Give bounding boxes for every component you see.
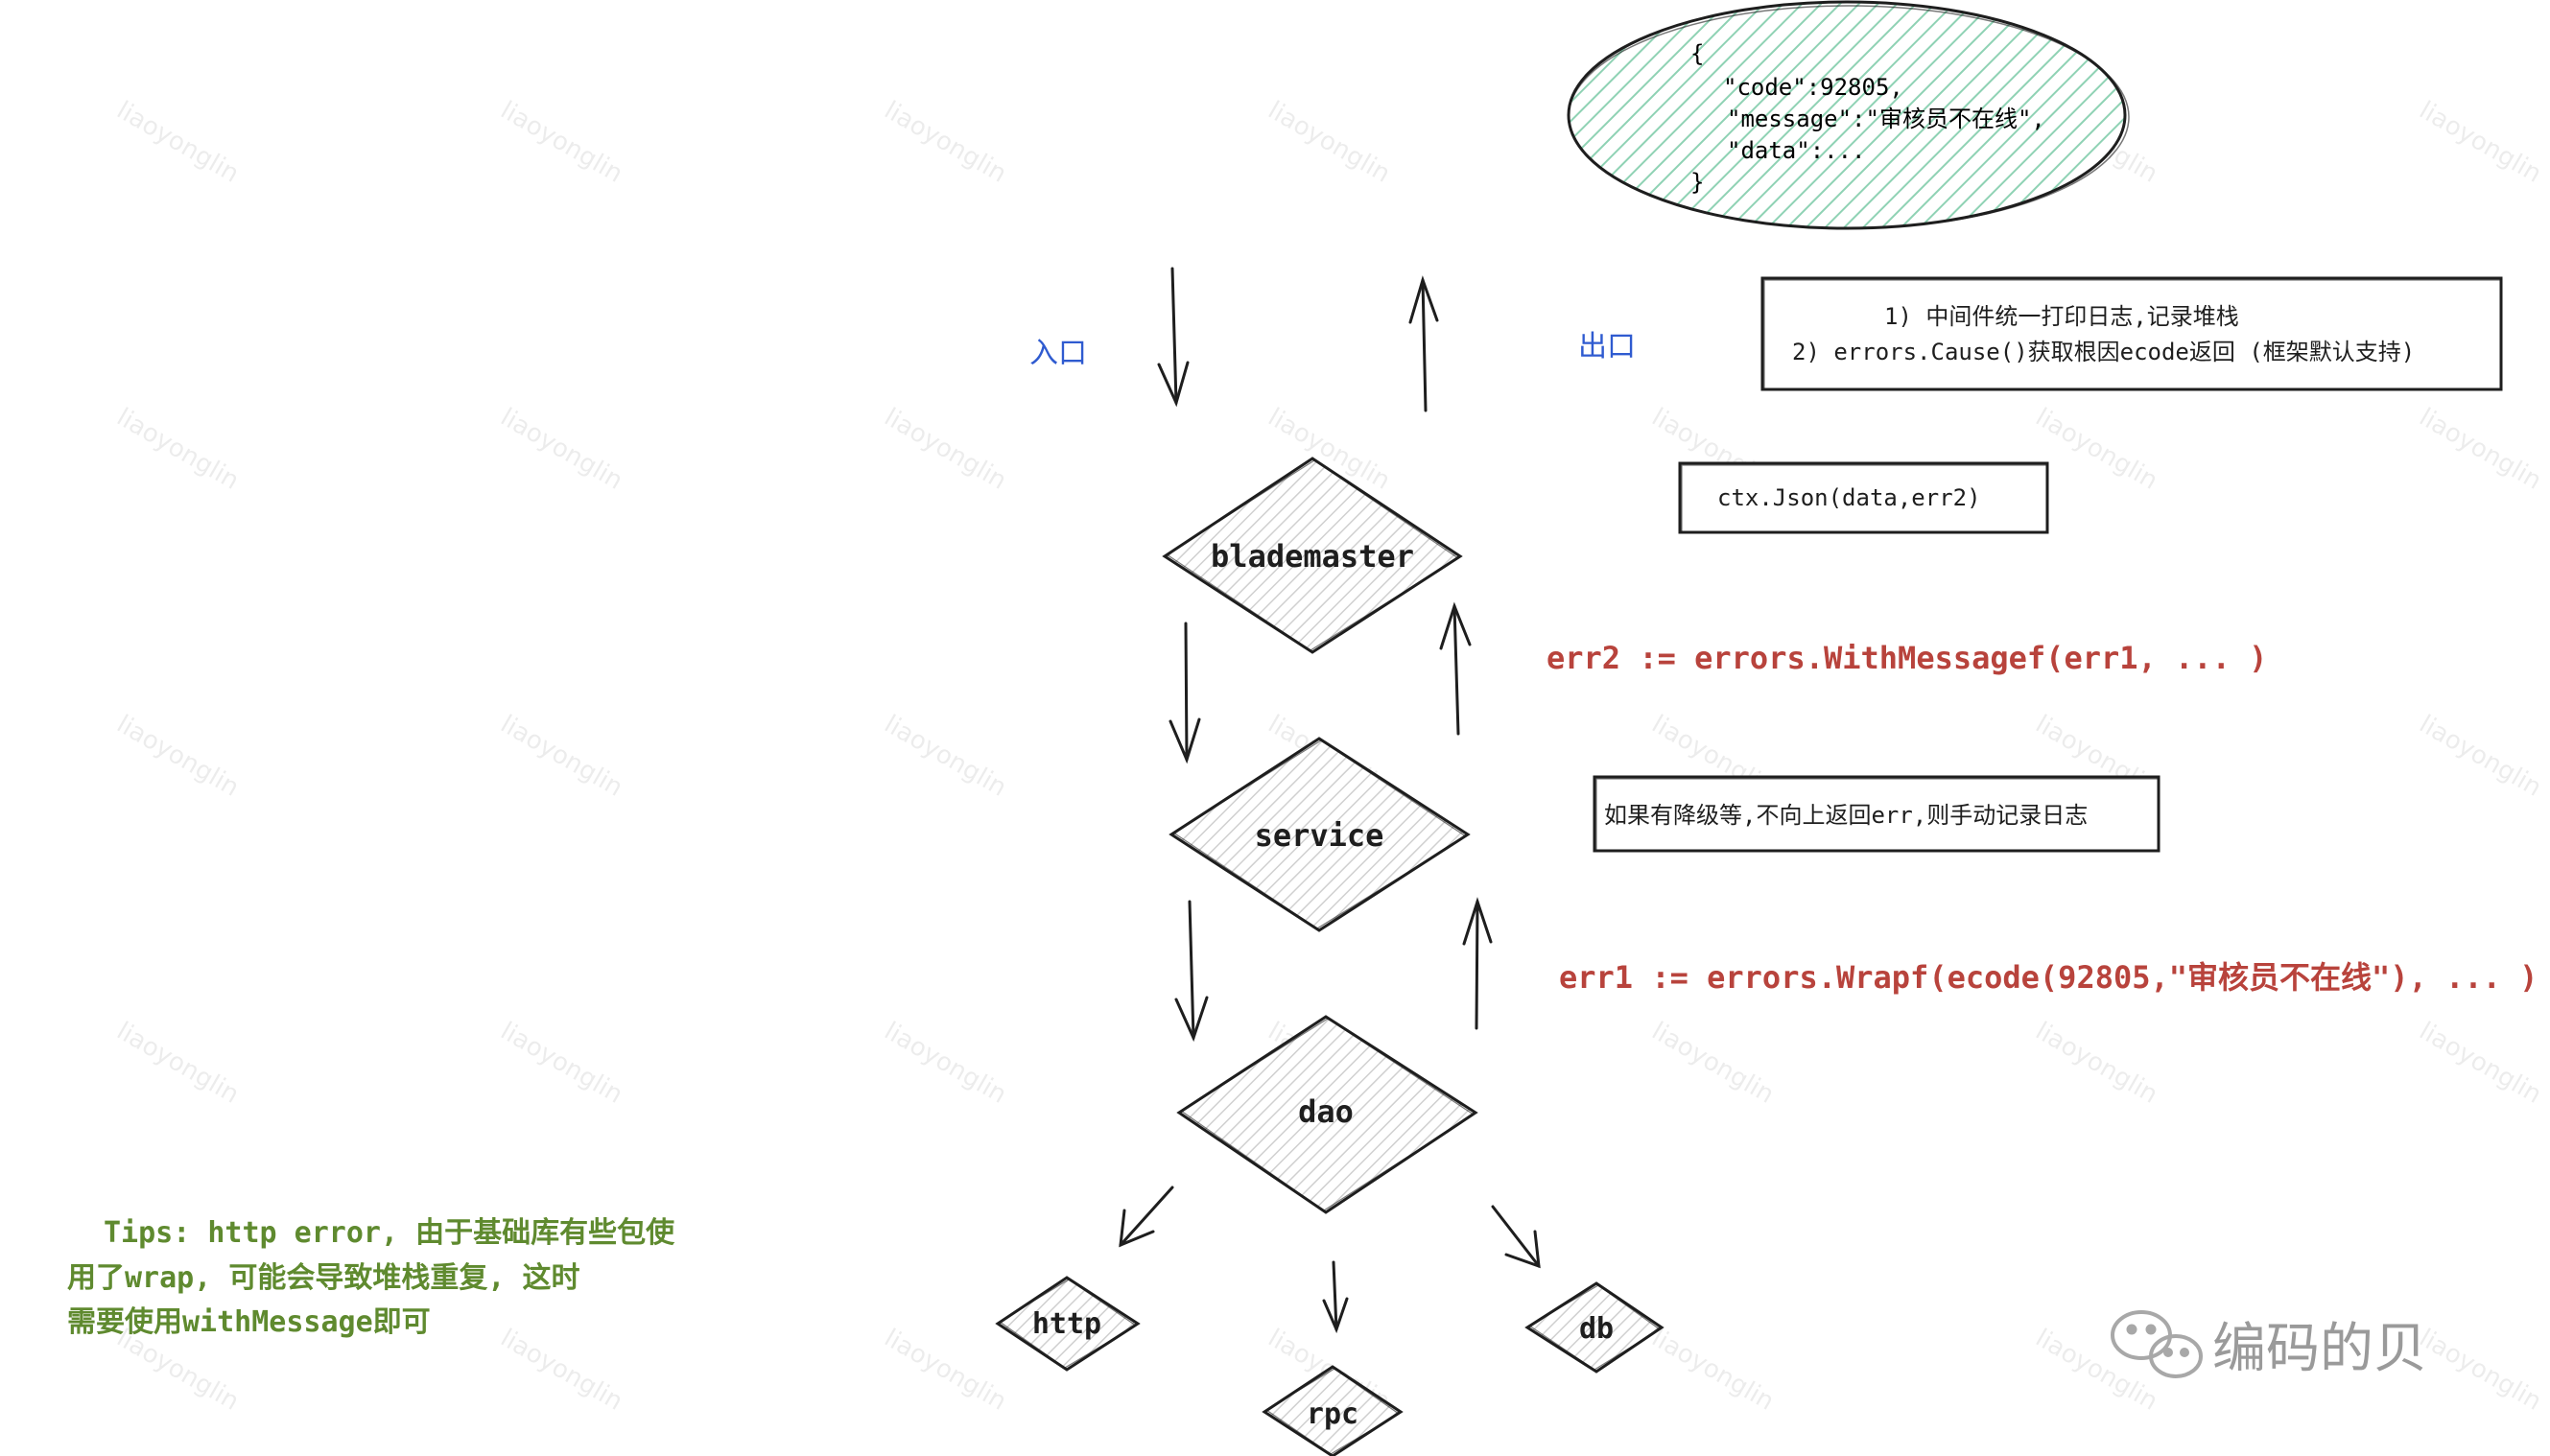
middleware-note-box: 1) 中间件统一打印日志,记录堆栈 2) errors.Cause()获取根因e…	[1760, 276, 2503, 391]
wechat-icon	[2111, 1310, 2203, 1378]
watermark-text: liaoyonglin	[2031, 1017, 2163, 1110]
watermark-text: liaoyonglin	[496, 1017, 628, 1110]
tips-line1: Tips: http error, 由于基础库有些包使	[104, 1216, 675, 1250]
response-json-bubble: { "code":92805, "message":"审核员不在线", "dat…	[1567, 0, 2130, 230]
watermark-text: liaoyonglin	[880, 1017, 1012, 1110]
node-blademaster: blademaster	[1162, 457, 1463, 654]
watermark-text: liaoyonglin	[112, 710, 245, 803]
up-arrow-icon	[1475, 900, 1479, 1030]
node-rpc: rpc	[1262, 1365, 1404, 1456]
node-http-label: http	[1032, 1307, 1101, 1341]
node-dao-label: dao	[1298, 1093, 1354, 1130]
watermark-text: liaoyonglin	[496, 710, 628, 803]
watermark-text: liaoyonglin	[880, 96, 1012, 189]
node-db-label: db	[1579, 1312, 1614, 1346]
watermark-text: liaoyonglin	[2415, 96, 2547, 189]
err1-code: err1 := errors.Wrapf(ecode(92805,"审核员不在线…	[1559, 959, 2538, 996]
entry-label: 入口	[1029, 337, 1087, 370]
watermark-text: liaoyonglin	[496, 403, 628, 496]
node-service: service	[1169, 737, 1471, 932]
watermark-text: liaoyonglin	[880, 403, 1012, 496]
ctx-json-text: ctx.Json(data,err2)	[1717, 484, 1981, 511]
diagonal-arrow-icon	[1119, 1186, 1174, 1247]
down-arrow-icon	[1184, 622, 1189, 762]
flow-arrows	[1119, 267, 1541, 1334]
json-line: {	[1690, 40, 1704, 67]
watermark-text: liaoyonglin	[112, 96, 245, 189]
watermark-text: liaoyonglin	[880, 1324, 1012, 1417]
middleware-note-line1: 1) 中间件统一打印日志,记录堆栈	[1884, 303, 2239, 330]
exit-label: 出口	[1578, 330, 1636, 364]
watermark-text: liaoyonglin	[496, 96, 628, 189]
diagonal-arrow-icon	[1491, 1205, 1541, 1268]
node-http: http	[995, 1276, 1141, 1372]
watermark-text: liaoyonglin	[112, 403, 245, 496]
watermark-text: liaoyonglin	[2031, 1324, 2163, 1417]
json-line: "code":92805,	[1723, 74, 1903, 101]
tips-line3: 需要使用withMessage即可	[67, 1305, 431, 1339]
tips-note: Tips: http error, 由于基础库有些包使 用了wrap, 可能会导…	[67, 1216, 675, 1339]
middleware-note-line2: 2) errors.Cause()获取根因ecode返回 (框架默认支持)	[1792, 339, 2415, 365]
down-arrow-icon	[1332, 1260, 1338, 1331]
watermark-text: liaoyonglin	[2415, 710, 2547, 803]
watermark-text: liaoyonglin	[1647, 1017, 1780, 1110]
node-rpc-label: rpc	[1307, 1397, 1358, 1431]
down-arrow-icon	[1170, 267, 1178, 405]
watermark-text: liaoyonglin	[2415, 1017, 2547, 1110]
fallback-note-text: 如果有降级等,不向上返回err,则手动记录日志	[1604, 802, 2088, 829]
watermark-text: liaoyonglin	[2415, 1324, 2547, 1417]
ctx-json-box: ctx.Json(data,err2)	[1678, 461, 2049, 534]
brand-watermark: 编码的贝	[2111, 1310, 2427, 1380]
up-arrow-icon	[1421, 278, 1428, 412]
up-arrow-icon	[1452, 604, 1460, 736]
watermark-text: liaoyonglin	[880, 710, 1012, 803]
watermark-text: liaoyonglin	[2415, 403, 2547, 496]
watermark-text: liaoyonglin	[112, 1017, 245, 1110]
node-db: db	[1524, 1281, 1665, 1374]
watermark-text: liaoyonglin	[2031, 403, 2163, 496]
err2-code: err2 := errors.WithMessagef(err1, ... )	[1547, 640, 2267, 676]
brand-name: 编码的贝	[2212, 1318, 2427, 1380]
watermark-text: liaoyonglin	[1263, 96, 1396, 189]
json-line: "message":"审核员不在线",	[1727, 106, 2045, 132]
json-line: }	[1690, 169, 1704, 196]
fallback-note-box: 如果有降级等,不向上返回err,则手动记录日志	[1593, 775, 2160, 853]
watermark-text: liaoyonglin	[1647, 1324, 1780, 1417]
tips-line2: 用了wrap, 可能会导致堆栈重复, 这时	[67, 1261, 580, 1295]
node-dao: dao	[1176, 1015, 1478, 1214]
node-service-label: service	[1255, 817, 1384, 854]
node-blademaster-label: blademaster	[1211, 538, 1414, 575]
watermark-text: liaoyonglin	[496, 1324, 628, 1417]
down-arrow-icon	[1188, 900, 1195, 1040]
json-line: "data":...	[1727, 137, 1866, 164]
